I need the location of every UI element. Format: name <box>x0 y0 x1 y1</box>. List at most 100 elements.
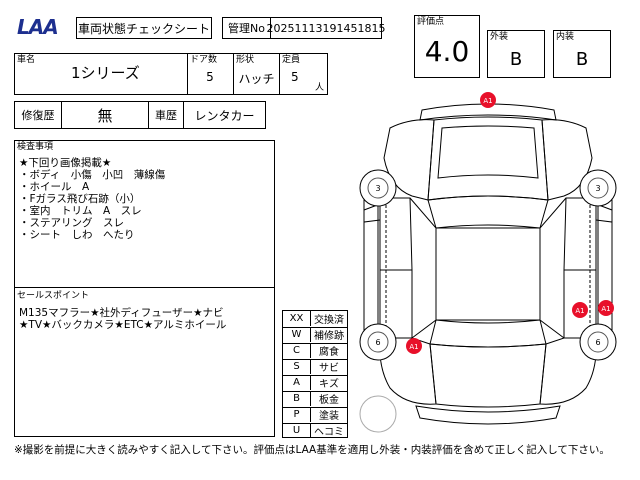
svg-text:A1: A1 <box>575 307 584 315</box>
exterior-grade-label: 外装 <box>490 32 509 42</box>
doors-label: ドア数 <box>190 55 218 65</box>
spare-tire <box>359 395 397 433</box>
legend-row: B 板金 <box>283 391 347 408</box>
legend-meaning: 補修跡 <box>314 331 344 342</box>
tire-rear-right: 6 <box>579 323 617 361</box>
sales-point-line: ★TV★バックカメラ★ETC★アルミホイール <box>19 319 227 331</box>
svg-text:A1: A1 <box>601 305 610 313</box>
legend-meaning: キズ <box>319 379 339 390</box>
exterior-grade-value: B <box>509 49 523 70</box>
hood <box>427 116 549 201</box>
divider <box>61 102 62 128</box>
rear-bumper <box>415 405 561 425</box>
legend-code: W <box>283 327 311 342</box>
right-front-door <box>563 197 597 271</box>
inspection-notes-box: 検査事項 ★下回り画像掲載★ ・ボディ 小傷 小凹 薄線傷 ・ホイール A ・F… <box>14 140 275 288</box>
car-diagram: 3 3 6 6 A1 A1 A1 A1 <box>359 92 617 433</box>
divider <box>187 54 188 94</box>
tire-front-left: 3 <box>359 169 397 207</box>
inspection-line: ・Fガラス飛び石跡（小） <box>19 193 141 205</box>
sheet-title: 車両状態チェックシート <box>76 17 212 39</box>
tire-front-right: 3 <box>579 169 617 207</box>
legend-code: P <box>283 407 311 422</box>
interior-grade-value: B <box>575 49 589 70</box>
divider <box>279 54 280 94</box>
divider <box>233 54 234 94</box>
management-number-label: 管理No <box>223 18 271 38</box>
laa-logo: LAA <box>17 16 59 38</box>
right-mirror <box>595 203 613 223</box>
roof <box>435 227 541 321</box>
legend-meaning: サビ <box>319 363 339 374</box>
interior-grade-box: 内装 B <box>553 30 611 78</box>
car-name-value: 1シリーズ <box>71 64 140 82</box>
damage-mark-a1: A1 <box>406 338 422 354</box>
body-shape-value: ハッチ <box>238 72 275 86</box>
hood-inner <box>437 125 539 179</box>
car-name-label: 車名 <box>17 55 36 65</box>
right-pillar-line <box>539 197 567 339</box>
divider <box>148 102 149 128</box>
repair-history-label: 修復歴 <box>21 109 55 122</box>
sales-point-line: M135マフラー★社外ディフューザー★ナビ <box>19 307 224 319</box>
inspection-notes-label: 検査事項 <box>17 142 54 152</box>
interior-grade-label: 内装 <box>556 32 575 42</box>
sales-points-box: セールスポイント M135マフラー★社外ディフューザー★ナビ ★TV★バックカメ… <box>14 288 275 437</box>
legend-meaning: ヘコミ <box>314 427 344 438</box>
left-front-door <box>379 197 413 271</box>
doors-value: 5 <box>206 70 214 84</box>
trunk <box>429 343 547 408</box>
legend-meaning: 腐食 <box>319 347 339 358</box>
capacity-label: 定員 <box>282 55 301 65</box>
legend-meaning: 交換済 <box>314 315 344 326</box>
svg-text:3: 3 <box>375 184 380 193</box>
management-number-box: 管理No 20251113191451815 <box>222 17 386 39</box>
inspection-line: ・室内 トリム A スレ <box>19 205 142 217</box>
inspection-line: ・ボディ 小傷 小凹 薄線傷 <box>19 169 166 181</box>
inspection-line: ・ステアリング スレ <box>19 217 124 229</box>
management-number-value: 20251113191451815 <box>266 21 386 35</box>
svg-text:6: 6 <box>375 338 380 347</box>
damage-mark-a1: A1 <box>480 92 496 108</box>
legend-code: B <box>283 391 311 406</box>
repair-history-value: 無 <box>97 106 113 125</box>
legend-code: A <box>283 375 311 390</box>
left-front-fender <box>383 119 435 201</box>
capacity-unit: 人 <box>315 83 325 93</box>
inspection-line: ★下回り画像掲載★ <box>19 157 112 169</box>
legend-meaning: 板金 <box>319 395 339 406</box>
inspection-line: ・シート しわ へたり <box>19 229 135 241</box>
usage-history-value: レンタカー <box>194 108 255 123</box>
exterior-grade-box: 外装 B <box>487 30 545 78</box>
left-mirror <box>363 203 381 223</box>
overall-grade-box: 評価点 4.0 <box>414 15 480 78</box>
damage-mark-a1: A1 <box>598 300 614 316</box>
svg-text:3: 3 <box>595 184 600 193</box>
legend-code: XX <box>283 311 311 326</box>
capacity-value: 5 <box>291 70 299 84</box>
footer-note: ※撮影を前提に大きく読みやすく記入して下さい。評価点はLAA基準を適用し外装・内… <box>14 444 610 456</box>
left-pillar-line <box>409 197 437 339</box>
logo-text: LAA <box>17 16 58 38</box>
svg-text:6: 6 <box>595 338 600 347</box>
body-shape-label: 形状 <box>236 55 255 65</box>
inspection-line: ・ホイール A <box>19 181 90 193</box>
rear-window <box>429 319 547 348</box>
sales-points-label: セールスポイント <box>17 291 90 301</box>
damage-mark-a1: A1 <box>572 302 588 318</box>
divider <box>183 102 184 128</box>
svg-text:A1: A1 <box>409 343 418 351</box>
legend-row: A キズ <box>283 375 347 392</box>
overall-grade-value: 4.0 <box>424 35 470 68</box>
legend-code: S <box>283 359 311 374</box>
overall-grade-label: 評価点 <box>417 17 445 27</box>
legend-row: S サビ <box>283 359 347 376</box>
right-front-fender <box>541 119 593 201</box>
svg-text:A1: A1 <box>483 97 492 105</box>
